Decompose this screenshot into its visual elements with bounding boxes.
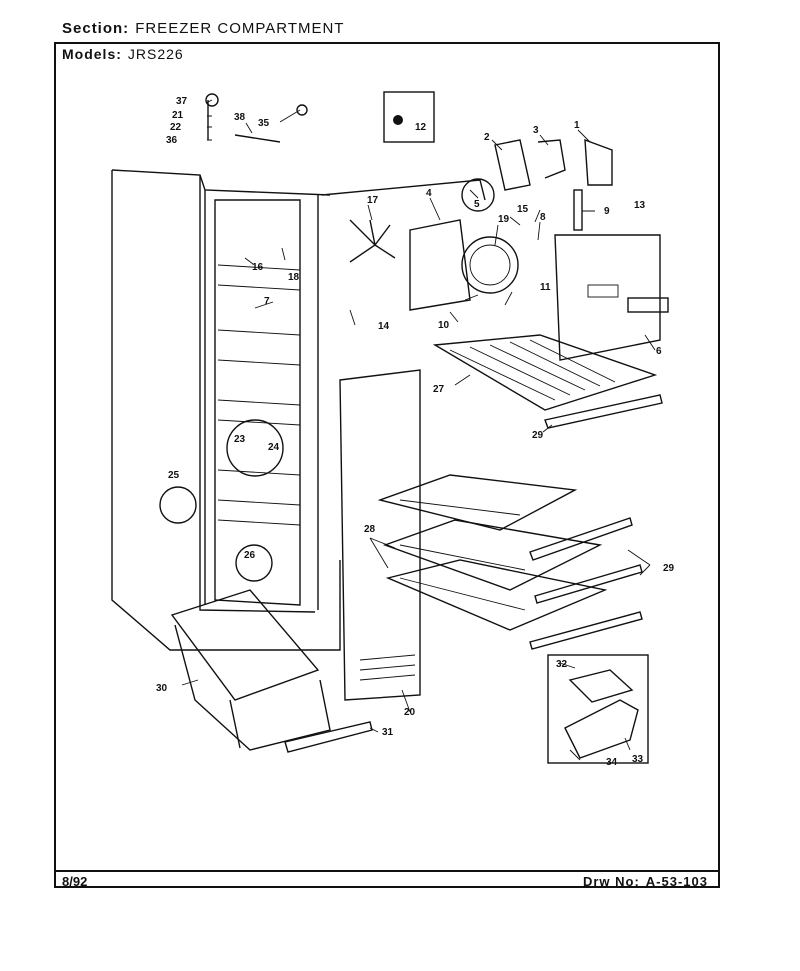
callout-26: 26 <box>244 550 256 561</box>
strip-31 <box>284 721 373 753</box>
callout-11: 11 <box>540 282 551 293</box>
evaporator-cover-20 <box>339 369 421 701</box>
callout-28: 28 <box>364 524 376 535</box>
callout-21: 21 <box>172 110 184 121</box>
callout-17: 17 <box>367 195 379 206</box>
callout-32: 32 <box>556 659 568 670</box>
drawing-number-value: A-53-103 <box>645 874 708 889</box>
callout-37: 37 <box>176 96 188 107</box>
callout-23: 23 <box>234 434 246 445</box>
callout-5: 5 <box>474 199 480 210</box>
callout-34: 34 <box>606 757 618 768</box>
callout-35: 35 <box>258 118 270 129</box>
callout-27: 27 <box>433 384 445 395</box>
callout-25: 25 <box>168 470 180 481</box>
callout-13: 13 <box>634 200 646 211</box>
callout-29-right: 29 <box>663 563 675 574</box>
callout-38: 38 <box>234 112 246 123</box>
callout-22: 22 <box>170 122 182 133</box>
ice-tray-inset <box>547 654 649 764</box>
panel-13 <box>554 234 669 361</box>
models-label: Models: <box>62 46 122 62</box>
callout-8: 8 <box>540 212 546 223</box>
callout-2: 2 <box>484 132 490 143</box>
callout-18: 18 <box>288 272 300 283</box>
callout-24: 24 <box>268 442 280 453</box>
detail-circles <box>159 419 284 582</box>
callout-12: 12 <box>415 122 427 133</box>
fan-assembly <box>349 178 519 311</box>
bin-30 <box>170 589 331 751</box>
diagram-frame <box>54 42 720 888</box>
section-title: Section: FREEZER COMPARTMENT <box>62 20 344 37</box>
callout-30: 30 <box>156 683 168 694</box>
callout-1: 1 <box>574 120 580 131</box>
callout-16: 16 <box>252 262 264 273</box>
callout-29-top: 29 <box>532 430 544 441</box>
callout-19: 19 <box>498 214 510 225</box>
drawing-date: 8/92 <box>62 874 88 889</box>
section-value: FREEZER COMPARTMENT <box>135 20 345 37</box>
callout-4: 4 <box>426 188 432 199</box>
drawing-number-label: Drw No: <box>582 874 640 889</box>
callout-14: 14 <box>378 321 390 332</box>
wire-shelf-27 <box>432 334 663 429</box>
callout-36: 36 <box>166 135 178 146</box>
drawing-number: Drw No: A-53-103 <box>583 874 708 889</box>
freezer-cabinet <box>111 169 486 651</box>
section-label: Section: <box>62 20 130 37</box>
callout-10: 10 <box>438 320 450 331</box>
callout-15: 15 <box>517 204 529 215</box>
top-parts <box>205 91 613 231</box>
callout-6: 6 <box>656 346 662 357</box>
callout-33: 33 <box>632 754 644 765</box>
wire-shelves-28 <box>377 474 608 631</box>
leader-lines <box>181 99 656 761</box>
callout-9: 9 <box>604 206 610 217</box>
models-value: JRS226 <box>127 46 184 62</box>
footer-divider <box>54 870 720 872</box>
callout-labels: 1 2 3 4 5 6 7 8 9 10 11 12 13 14 15 16 1… <box>156 96 675 768</box>
callout-31: 31 <box>382 727 394 738</box>
callout-20: 20 <box>404 707 416 718</box>
models-line: Models: JRS226 <box>62 46 184 62</box>
callout-7: 7 <box>264 296 270 307</box>
callout-3: 3 <box>533 125 539 136</box>
shelf-rails-29 <box>529 517 643 650</box>
